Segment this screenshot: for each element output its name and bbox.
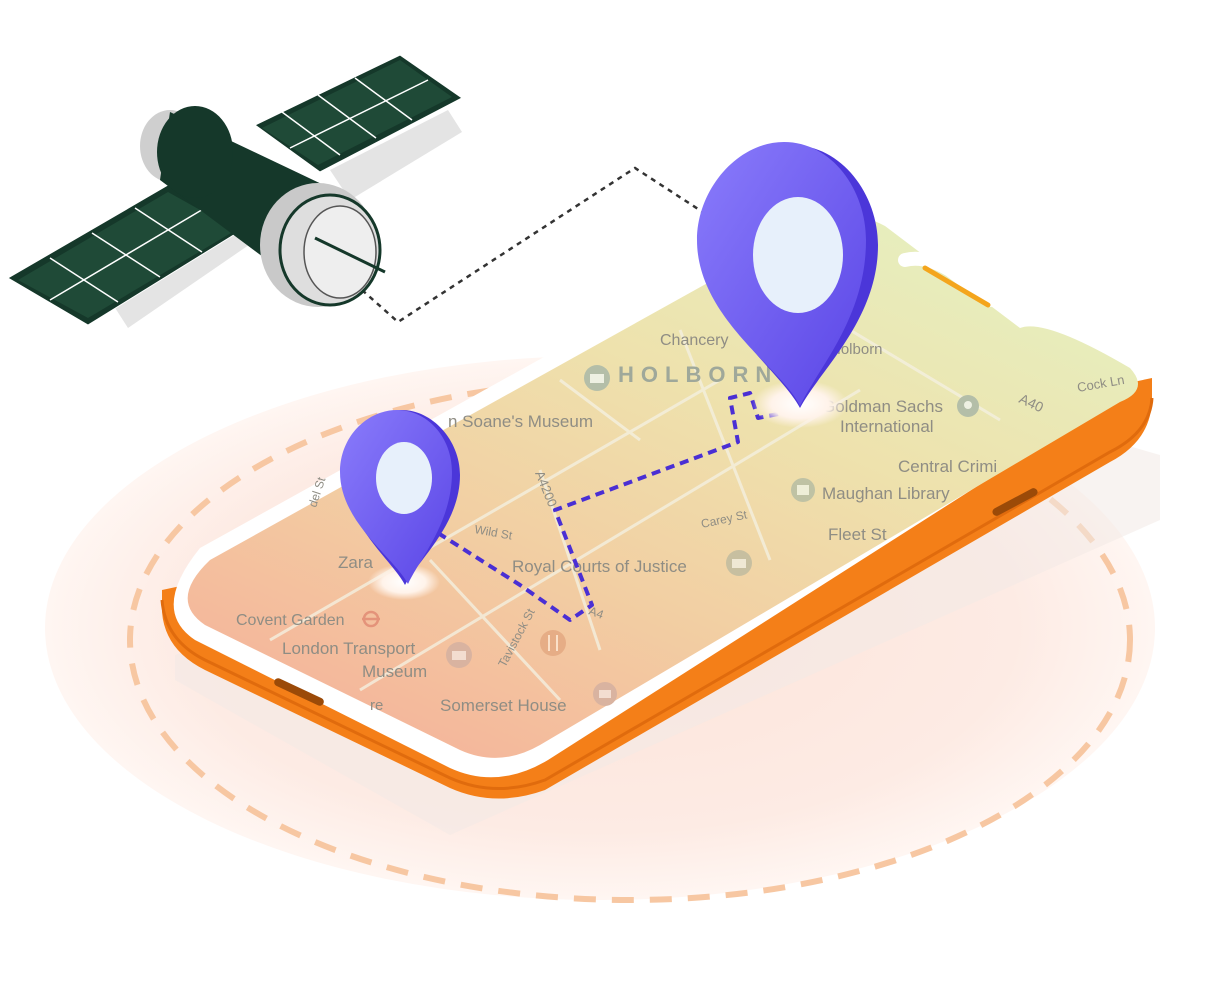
museum-icon <box>593 682 617 706</box>
label-soane: n Soane's Museum <box>448 412 593 431</box>
label-wild-st: Wild St <box>473 522 514 543</box>
library-icon <box>791 478 815 502</box>
label-goldman-1: Goldman Sachs <box>822 397 943 416</box>
location-pin-icon <box>340 410 460 600</box>
smartphone <box>160 201 1160 835</box>
restaurant-icon <box>540 630 566 656</box>
label-chancery: Chancery <box>660 332 728 349</box>
label-a4: A4 <box>587 604 606 622</box>
label-fleet: Fleet St <box>828 525 887 544</box>
satellite-icon <box>7 54 463 328</box>
side-button-left <box>274 678 324 706</box>
label-covent-garden: Covent Garden <box>236 612 345 629</box>
museum-icon <box>446 642 472 668</box>
label-transport-2: Museum <box>362 662 427 681</box>
speaker-grille <box>922 265 991 308</box>
location-pin-icon <box>697 142 878 428</box>
underground-icon <box>362 610 380 628</box>
location-marker-icon <box>957 395 979 417</box>
label-holborn-area: HOLBORN <box>618 362 778 387</box>
label-goldman-2: International <box>840 417 934 436</box>
label-maughan: Maughan Library <box>822 484 950 503</box>
label-central: Central Crimi <box>898 457 997 476</box>
side-button-right <box>992 488 1038 516</box>
label-zara: Zara <box>338 553 374 572</box>
label-somerset: Somerset House <box>440 696 567 715</box>
museum-icon <box>726 550 752 576</box>
label-re: re <box>370 697 383 714</box>
map-poi-icons <box>362 365 979 706</box>
label-royal-courts: Royal Courts of Justice <box>512 557 687 576</box>
museum-icon <box>584 365 610 391</box>
label-transport-1: London Transport <box>282 639 416 658</box>
satellite-signal-line <box>361 166 716 324</box>
